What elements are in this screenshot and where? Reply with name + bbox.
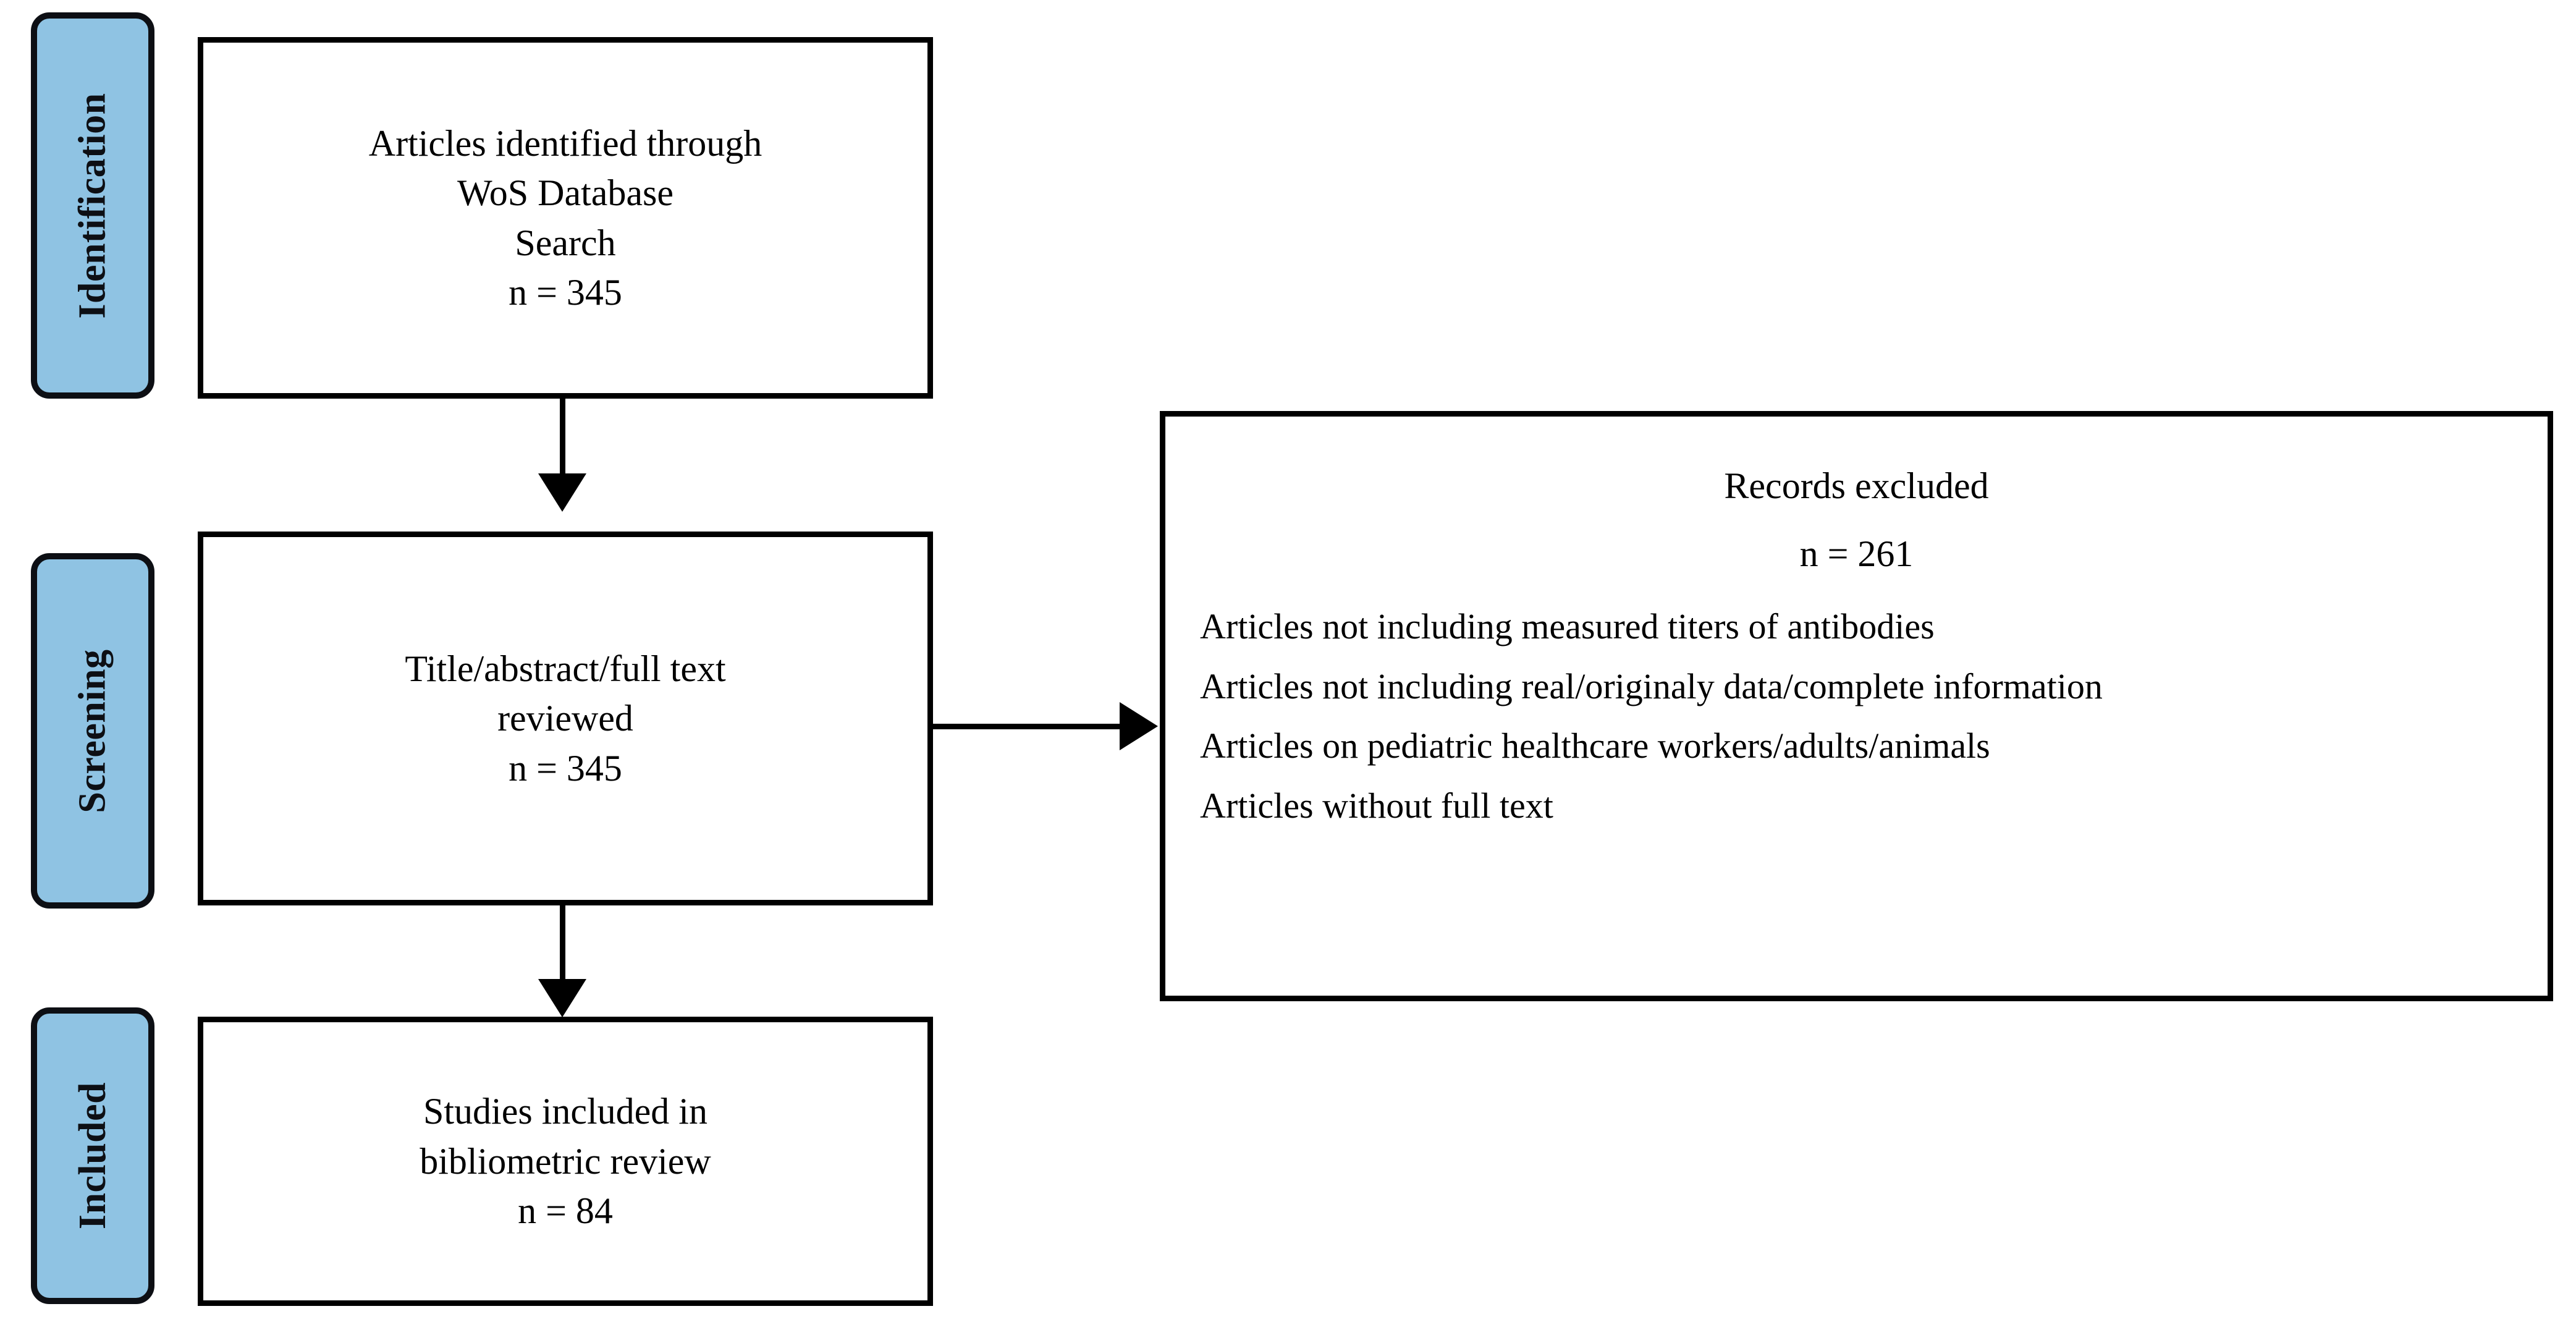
- flow-box-records-excluded: Records excluded n = 261 Articles not in…: [1160, 411, 2553, 1001]
- flow-box-records-screened: Title/abstract/full text reviewed n = 34…: [198, 532, 933, 905]
- box-identified-line-3: Search: [515, 222, 616, 263]
- box-included-line-1: Studies included in: [423, 1091, 707, 1132]
- excluded-reasons-list: Articles not including measured titers o…: [1200, 603, 2548, 829]
- excluded-count: n = 261: [1799, 533, 1914, 574]
- stage-tab-identification[interactable]: Identification: [31, 12, 154, 399]
- stage-tab-included-label: Included: [72, 1082, 114, 1230]
- box-included-line-2: bibliometric review: [420, 1140, 711, 1182]
- excluded-reason-item: Articles without full text: [1200, 785, 1553, 826]
- flow-box-studies-included: Studies included in bibliometric review …: [198, 1017, 933, 1306]
- box-identified-line-1: Articles identified through: [368, 122, 762, 164]
- box-screened-line-1: Title/abstract/full text: [405, 648, 726, 689]
- box-screened-line-2: reviewed: [497, 698, 633, 739]
- box-included-count: n = 84: [518, 1190, 613, 1232]
- stage-tab-identification-label: Identification: [72, 92, 114, 319]
- arrow-down-icon: [538, 473, 586, 512]
- excluded-reason-item: Articles not including measured titers o…: [1200, 606, 1935, 646]
- excluded-reason-item: Articles not including real/originaly da…: [1200, 666, 2103, 706]
- excluded-heading: Records excluded: [1724, 465, 1989, 506]
- flow-box-records-identified: Articles identified through WoS Database…: [198, 37, 933, 399]
- box-identified-count: n = 345: [509, 271, 622, 313]
- box-identified-line-2: WoS Database: [457, 172, 674, 214]
- excluded-reason-item: Articles on pediatric healthcare workers…: [1200, 726, 1990, 766]
- box-screened-count: n = 345: [509, 747, 622, 789]
- stage-tab-included[interactable]: Included: [31, 1007, 154, 1304]
- arrow-right-icon: [1120, 702, 1158, 750]
- connector-identified-to-screened: [560, 399, 565, 478]
- connector-screened-to-included: [560, 905, 565, 983]
- arrow-down-icon: [538, 979, 586, 1017]
- stage-tab-screening-label: Screening: [72, 648, 114, 813]
- connector-screened-to-excluded: [933, 724, 1121, 729]
- stage-tab-screening[interactable]: Screening: [31, 553, 154, 909]
